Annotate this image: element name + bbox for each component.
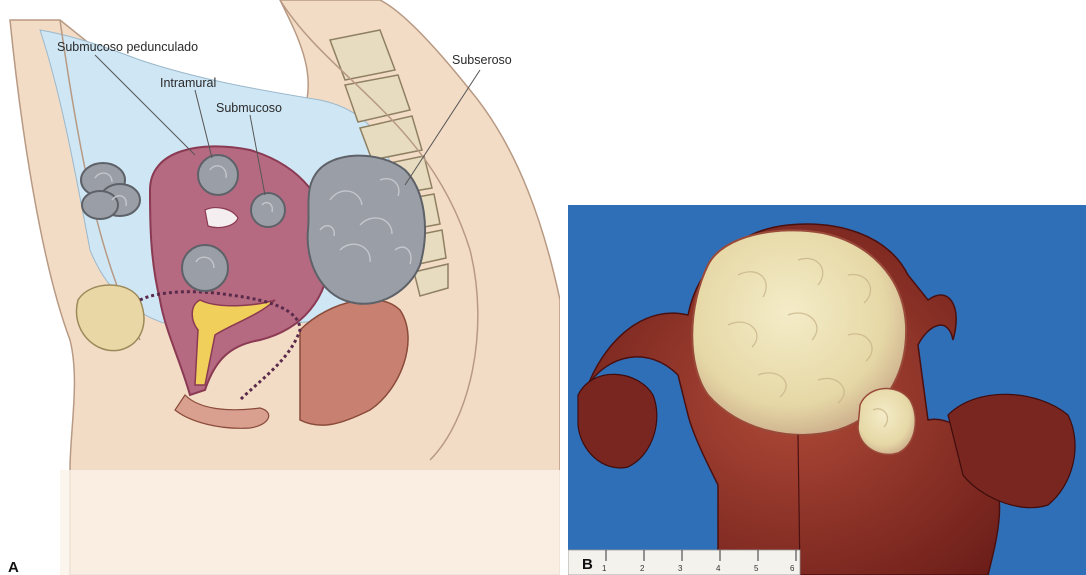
ruler-tick-2: 2 xyxy=(640,564,645,573)
ruler-tick-1: 1 xyxy=(602,564,607,573)
ruler-tick-5: 5 xyxy=(754,564,759,573)
scale-ruler: 1 2 3 4 5 6 xyxy=(568,550,800,575)
ruler-tick-6: 6 xyxy=(790,564,795,573)
photo-panel-b: 1 2 3 4 5 6 B xyxy=(568,205,1086,575)
fibroid-submucosal xyxy=(251,193,285,227)
panel-letter-a: A xyxy=(8,559,19,575)
gross-specimen-photo: 1 2 3 4 5 6 B xyxy=(568,205,1086,575)
label-submucosal: Submucoso xyxy=(216,101,282,115)
fibroid-lower xyxy=(182,245,228,291)
label-pedunculated-submucosal: Submucoso pedunculado xyxy=(57,40,198,54)
label-subserosal: Subseroso xyxy=(452,53,512,67)
label-intramural: Intramural xyxy=(160,76,216,90)
ruler-tick-4: 4 xyxy=(716,564,721,573)
fibroid-subserosal xyxy=(308,156,425,304)
illustration-panel-a: Submucoso pedunculado Intramural Submuco… xyxy=(0,0,560,575)
ruler-tick-3: 3 xyxy=(678,564,683,573)
sagittal-pelvis-illustration: Submucoso pedunculado Intramural Submuco… xyxy=(0,0,560,575)
fibroid-intramural xyxy=(198,155,238,195)
fibroid-left-bot xyxy=(82,191,118,219)
panel-letter-b: B xyxy=(582,556,593,573)
